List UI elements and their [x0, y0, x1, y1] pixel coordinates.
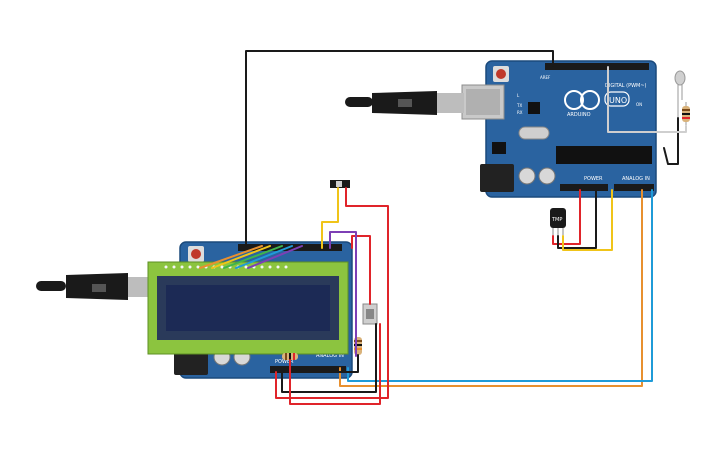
uno-rx-label: RX [517, 110, 523, 115]
resistor-icon[interactable] [282, 353, 298, 360]
wire-sensor-yellow[interactable] [562, 189, 613, 251]
uno-model-badge [604, 91, 630, 107]
wire-sensor-black[interactable] [557, 189, 597, 249]
wire-led-black[interactable] [663, 117, 679, 165]
temperature-sensor-icon[interactable]: TMP [550, 208, 566, 236]
uno-mcu-chip [556, 146, 652, 164]
uno-power-jack [480, 164, 514, 192]
wire-red-lower[interactable] [289, 323, 381, 405]
wire-red-button[interactable] [351, 235, 371, 305]
uno-tx-label: TX [516, 103, 522, 108]
arduino-uno-board[interactable]: DIGITAL (PWM~) AREF ARDUINO UNO TX RX L … [461, 60, 657, 198]
lcd-arduino-analog-label: ANALOG IN [316, 353, 344, 359]
resistor-icon[interactable] [682, 102, 690, 126]
uno-logo-icon [564, 90, 584, 110]
wire-black-bottom[interactable] [281, 323, 377, 393]
wire-led-gray[interactable] [607, 66, 687, 133]
uno-analog-header[interactable] [614, 184, 654, 191]
sensor-label: TMP [551, 217, 562, 223]
uno-analog-label: ANALOG IN [622, 176, 650, 182]
uno-brand-label: ARDUINO [567, 112, 591, 118]
usb-plug-icon[interactable] [345, 91, 464, 115]
wire-black-top[interactable] [245, 50, 554, 246]
wire-black-resistor[interactable] [331, 354, 359, 373]
wire-lcd-green[interactable] [223, 245, 283, 269]
wire-sensor-red[interactable] [552, 189, 581, 245]
wire-orange-analog[interactable] [339, 189, 643, 387]
usb-plug-icon[interactable] [36, 273, 154, 300]
led-icon[interactable] [674, 70, 686, 118]
lcd-screen [166, 285, 330, 331]
uno-digital-label: DIGITAL (PWM~) [605, 83, 647, 89]
uno-l-label: L [517, 93, 520, 98]
uno-capacitor [518, 167, 536, 185]
uno-aref-label: AREF [540, 75, 551, 80]
slide-switch-icon[interactable] [330, 180, 350, 188]
wire-red-switch[interactable] [275, 187, 389, 399]
wire-yellow-switch[interactable] [321, 187, 339, 249]
uno-model-label: UNO [609, 96, 627, 105]
uno-power-label: POWER [584, 176, 603, 182]
pushbutton-icon[interactable] [362, 303, 378, 325]
wires [199, 50, 687, 405]
wire-lcd-purple[interactable] [247, 245, 303, 269]
wire-lcd-orange[interactable] [199, 245, 263, 269]
uno-on-label: ON [636, 102, 642, 107]
wire-purple[interactable] [329, 231, 357, 357]
wire-blue-analog[interactable] [347, 189, 653, 382]
uno-digital-header[interactable] [545, 63, 649, 70]
uno-power-header[interactable] [560, 184, 608, 191]
wire-lcd-yellow[interactable] [211, 245, 271, 269]
lcd-arduino-power-label: POWER [275, 359, 294, 365]
wire-lcd-blue[interactable] [235, 245, 293, 269]
lcd-arduino-analog-header[interactable] [270, 366, 346, 373]
lcd-display [147, 261, 349, 355]
